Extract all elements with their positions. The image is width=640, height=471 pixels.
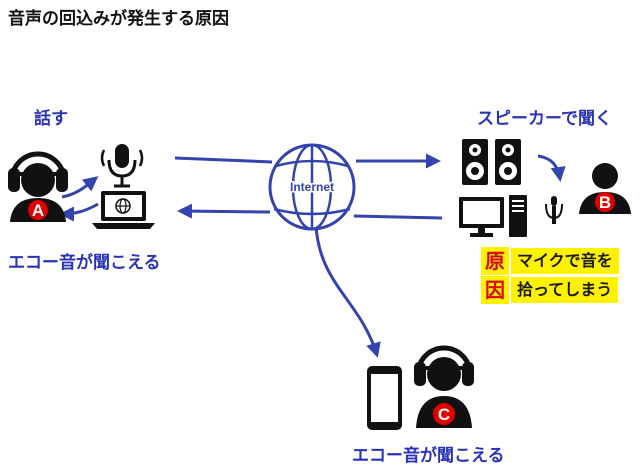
person-a-headset-icon: A bbox=[8, 151, 68, 222]
arrow-internet-to-c bbox=[314, 225, 381, 358]
globe-icon: Internet bbox=[268, 143, 356, 231]
internet-label: Internet bbox=[290, 180, 334, 194]
speak-label: 話す bbox=[34, 109, 68, 129]
arrow-laptop-to-headset bbox=[59, 202, 99, 222]
arrow-speaker-to-person-b bbox=[537, 154, 566, 182]
cause-badge-2: 因 bbox=[481, 276, 509, 304]
person-b-badge: B bbox=[599, 193, 611, 212]
arrow-headset-to-mic bbox=[61, 176, 99, 199]
echo-label-c: エコー音が聞こえる bbox=[352, 446, 505, 466]
arrow-internet-to-a bbox=[177, 203, 271, 219]
echo-label-a: エコー音が聞こえる bbox=[8, 253, 161, 273]
person-a-badge: A bbox=[32, 201, 44, 220]
handheld-microphone-icon bbox=[545, 196, 563, 224]
page-title: 音声の回込みが発生する原因 bbox=[8, 9, 229, 29]
cause-badge-1: 原 bbox=[481, 247, 509, 275]
arrow-b-to-internet bbox=[353, 214, 443, 220]
listen-label: スピーカーで聞く bbox=[477, 109, 612, 129]
speaker-left-icon bbox=[462, 139, 488, 185]
cause-text-1: マイクで音を bbox=[511, 248, 619, 274]
person-c-badge: C bbox=[438, 405, 450, 424]
cause-text-2: 拾ってしまう bbox=[511, 277, 619, 303]
person-c-headset-icon: C bbox=[414, 345, 474, 428]
pc-tower-icon bbox=[509, 195, 527, 237]
person-b-icon: B bbox=[579, 163, 631, 214]
smartphone-icon bbox=[367, 366, 402, 430]
laptop-icon bbox=[92, 191, 155, 229]
microphone-icon bbox=[100, 144, 144, 188]
speaker-right-icon bbox=[495, 139, 521, 185]
arrow-a-to-internet bbox=[174, 156, 273, 164]
desktop-monitor-icon bbox=[459, 197, 504, 237]
